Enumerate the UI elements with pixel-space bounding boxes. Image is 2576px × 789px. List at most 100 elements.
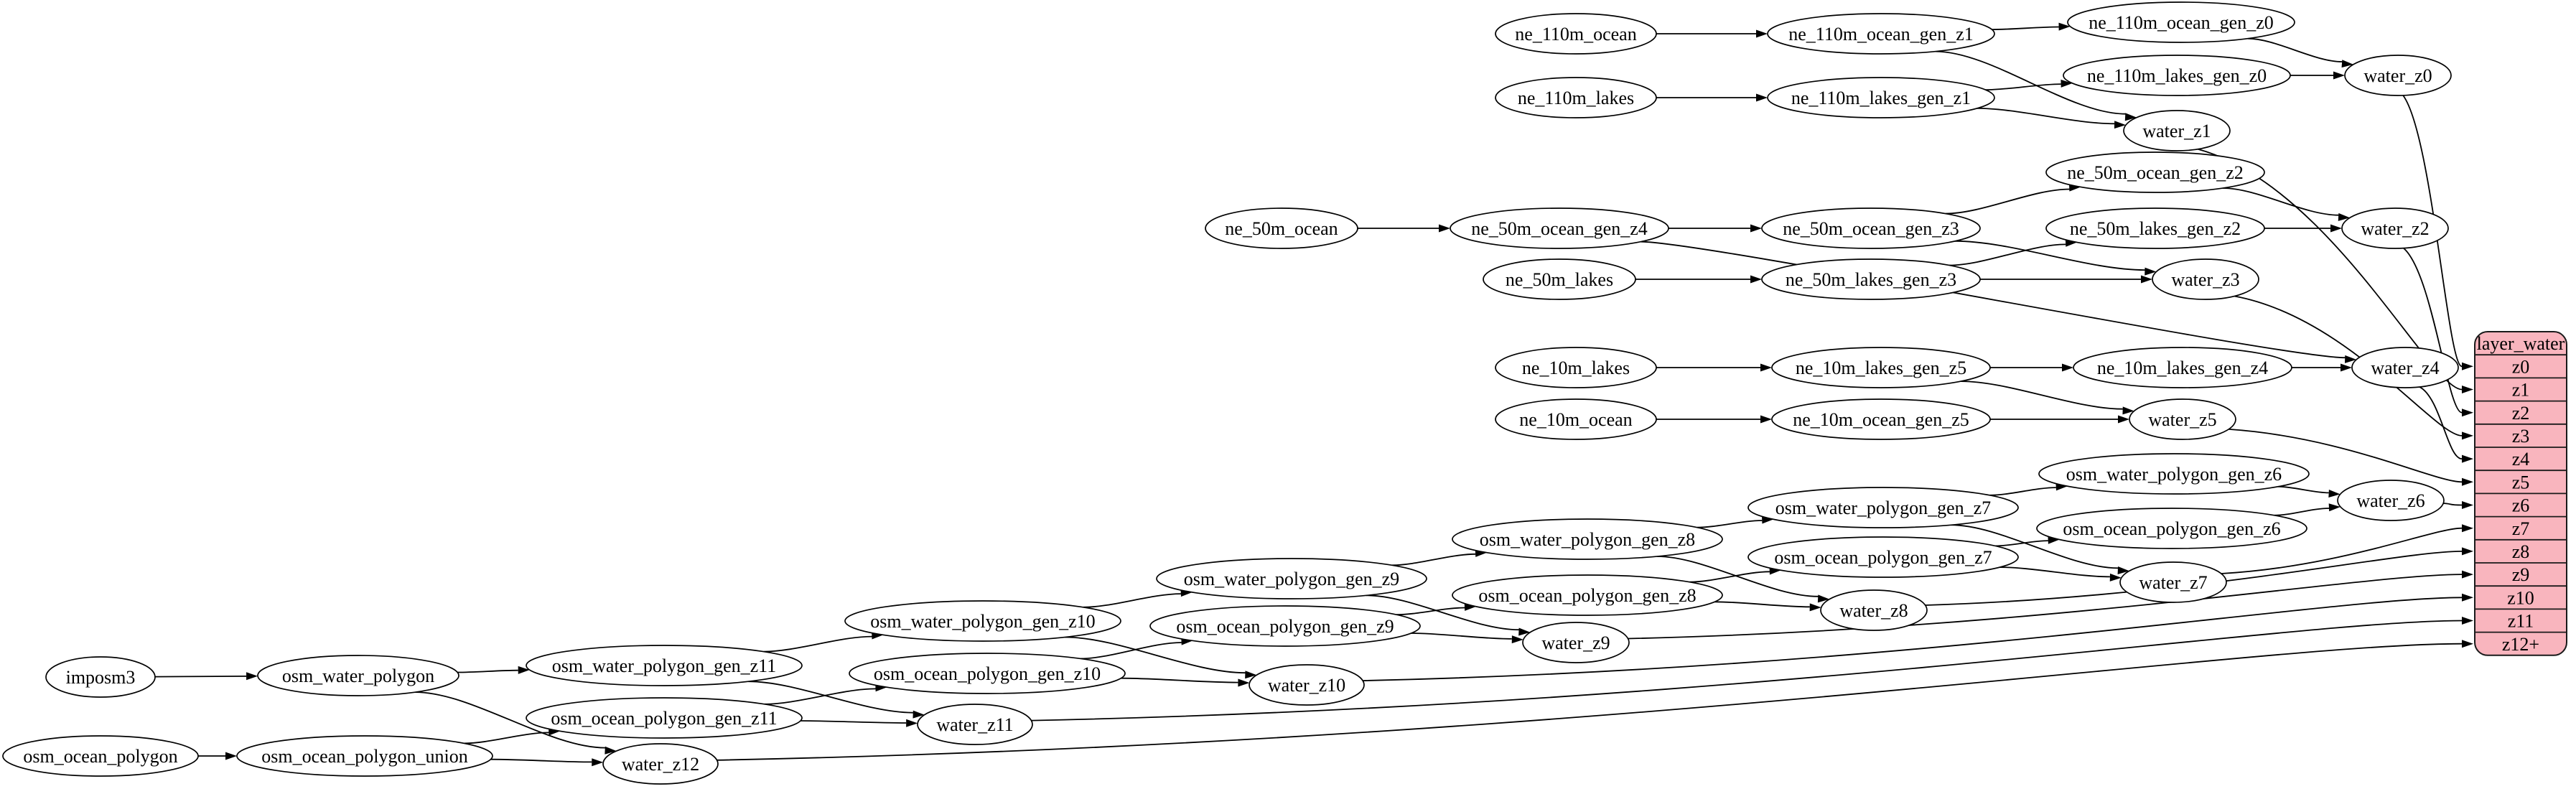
edge-osm_ocean_polygon_union-to-water_z12 (490, 758, 592, 763)
edge-ne_50m_ocean_gen_z4-to-water_z4 (1641, 241, 2346, 359)
node-ne_110m_lakes: ne_110m_lakes (1495, 77, 1657, 118)
edge-osm_ocean_polygon_gen_z10-to-water_z10-arrowhead (1238, 678, 1250, 687)
edge-osm_ocean_polygon_gen_z7-to-water_z7-arrowhead (2109, 573, 2122, 582)
edge-ne_50m_lakes_gen_z3-to-water_z3-arrowhead (2141, 275, 2152, 284)
edge-ne_10m_lakes_gen_z4-to-water_z4-arrowhead (2341, 363, 2352, 372)
node-osm_ocean_polygon-shape (2, 735, 199, 777)
edge-water_z4-to-layer_water:z4 (2419, 386, 2463, 459)
node-osm_ocean_polygon_gen_z9-label: osm_ocean_polygon_gen_z9 (1176, 616, 1394, 637)
edge-osm_ocean_polygon_gen_z7-to-water_z7 (1999, 566, 2110, 578)
edge-osm_water_polygon_gen_z9-to-osm_water_polygon_gen_z8 (1391, 553, 1476, 566)
edge-water_z8-to-layer_water:z8 (1925, 551, 2463, 606)
node-ne_10m_ocean: ne_10m_ocean (1495, 398, 1657, 440)
edge-water_z7-to-layer_water:z7 (2221, 527, 2463, 574)
edge-water_z9-to-layer_water:z9 (1628, 574, 2463, 640)
node-osm_ocean_polygon: osm_ocean_polygon (2, 735, 199, 777)
record-row-z8-label: z8 (2512, 541, 2530, 562)
node-ne_50m_lakes_gen_z3: ne_50m_lakes_gen_z3 (1761, 258, 1981, 300)
edge-water_z0-to-layer_water:z0 (2402, 95, 2463, 368)
edge-water_z5-to-layer_water:z5-arrowhead (2462, 477, 2473, 486)
record-row-z3-label: z3 (2512, 426, 2530, 447)
node-ne_10m_lakes: ne_10m_lakes (1495, 347, 1657, 388)
node-osm_water_polygon_gen_z11-shape (526, 645, 803, 686)
node-ne_50m_lakes_gen_z2: ne_50m_lakes_gen_z2 (2045, 207, 2265, 249)
node-water_z11-shape (917, 704, 1033, 745)
node-ne_110m_ocean_gen_z0-shape (2067, 1, 2295, 43)
node-ne_50m_ocean_gen_z4-label: ne_50m_ocean_gen_z4 (1471, 218, 1647, 239)
node-ne_50m_ocean-shape (1205, 207, 1358, 249)
node-water_z5-label: water_z5 (2148, 409, 2216, 430)
node-osm_ocean_polygon_gen_z7-shape (1747, 536, 2019, 578)
edge-water_z0-to-layer_water:z0-arrowhead (2462, 362, 2473, 370)
node-osm_water_polygon_gen_z10-label: osm_water_polygon_gen_z10 (870, 611, 1095, 632)
edge-ne_110m_ocean_gen_z0-to-water_z0 (2247, 37, 2343, 62)
node-water_z7-label: water_z7 (2139, 572, 2207, 593)
node-water_z2-shape (2341, 207, 2449, 249)
node-ne_50m_ocean_gen_z2-label: ne_50m_ocean_gen_z2 (2067, 162, 2243, 183)
node-osm_water_polygon_gen_z11: osm_water_polygon_gen_z11 (526, 645, 803, 686)
edge-ne_50m_ocean_gen_z4-to-ne_50m_ocean_gen_z3-arrowhead (1750, 224, 1762, 233)
edge-water_z1-to-layer_water:z1-arrowhead (2462, 386, 2473, 393)
edge-osm_water_polygon_gen_z11-to-water_z11-arrowhead (913, 710, 925, 719)
edge-osm_ocean_polygon_gen_z6-to-water_z6 (2274, 508, 2330, 516)
node-imposm3: imposm3 (45, 656, 156, 698)
node-ne_110m_ocean: ne_110m_ocean (1495, 13, 1657, 55)
node-water_z3: water_z3 (2152, 258, 2259, 300)
record-row-z10-label: z10 (2507, 587, 2534, 608)
edge-ne_110m_ocean_gen_z1-to-ne_110m_ocean_gen_z0 (1992, 26, 2059, 30)
edge-osm_ocean_polygon_gen_z9-to-osm_ocean_polygon_gen_z8 (1396, 607, 1465, 616)
node-water_z9: water_z9 (1522, 622, 1630, 663)
edge-osm_ocean_polygon_gen_z7-to-osm_ocean_polygon_gen_z6-arrowhead (2048, 536, 2060, 544)
edge-ne_110m_lakes_gen_z0-to-water_z0-arrowhead (2333, 71, 2345, 80)
node-water_z2-label: water_z2 (2361, 218, 2429, 239)
edge-ne_110m_lakes_gen_z1-to-ne_110m_lakes_gen_z0 (1985, 83, 2061, 90)
edge-water_z6-to-layer_water:z6 (2443, 503, 2463, 506)
edge-osm_ocean_polygon_gen_z8-to-osm_ocean_polygon_gen_z7 (1689, 571, 1770, 583)
node-water_z5-shape (2129, 398, 2236, 440)
edge-osm_water_polygon_gen_z11-to-osm_water_polygon_gen_z10 (763, 635, 872, 653)
node-osm_water_polygon_gen_z9: osm_water_polygon_gen_z9 (1156, 558, 1427, 599)
node-ne_110m_lakes_gen_z1: ne_110m_lakes_gen_z1 (1767, 77, 1995, 118)
node-ne_50m_ocean_gen_z3-shape (1761, 207, 1981, 249)
node-ne_50m_lakes-shape (1483, 258, 1636, 300)
edge-water_z11-to-layer_water:z11 (1031, 620, 2463, 722)
edge-osm_water_polygon_gen_z7-to-water_z7 (1951, 524, 2119, 569)
node-osm_ocean_polygon_gen_z9: osm_ocean_polygon_gen_z9 (1149, 605, 1421, 647)
node-osm_ocean_polygon_gen_z6: osm_ocean_polygon_gen_z6 (2036, 508, 2307, 549)
record-header-label: layer_water (2477, 333, 2565, 354)
edge-ne_10m_lakes_gen_z5-to-water_z5-arrowhead (2122, 406, 2134, 415)
edge-osm_water_polygon_gen_z9-to-water_z9 (1366, 594, 1519, 631)
node-osm_ocean_polygon_gen_z8: osm_ocean_polygon_gen_z8 (1452, 574, 1723, 616)
node-osm_water_polygon-label: osm_water_polygon (282, 666, 434, 686)
node-osm_ocean_polygon_gen_z7: osm_ocean_polygon_gen_z7 (1747, 536, 2019, 578)
node-osm_water_polygon_gen_z8-shape (1452, 518, 1723, 560)
node-ne_110m_lakes_gen_z0-shape (2063, 55, 2291, 96)
node-water_z12: water_z12 (602, 743, 719, 785)
edge-osm_ocean_polygon_union-to-water_z12-arrowhead (592, 758, 604, 767)
edge-osm_water_polygon-to-osm_water_polygon_gen_z11-arrowhead (518, 666, 530, 674)
edge-water_z2-to-layer_water:z2 (2403, 247, 2463, 414)
node-ne_50m_lakes_gen_z2-label: ne_50m_lakes_gen_z2 (2070, 218, 2241, 239)
record-row-z5-label: z5 (2512, 472, 2530, 492)
node-osm_ocean_polygon_gen_z8-label: osm_ocean_polygon_gen_z8 (1478, 585, 1696, 606)
node-ne_10m_lakes_gen_z5-label: ne_10m_lakes_gen_z5 (1796, 358, 1966, 378)
node-ne_50m_ocean_gen_z2-shape (2045, 151, 2265, 193)
node-osm_ocean_polygon_gen_z7-label: osm_ocean_polygon_gen_z7 (1774, 547, 1992, 568)
edge-water_z7-to-layer_water:z7-arrowhead (2462, 524, 2473, 533)
node-imposm3-shape (45, 656, 156, 698)
edge-ne_110m_ocean_gen_z1-to-water_z1-arrowhead (2124, 113, 2137, 121)
node-ne_110m_lakes-shape (1495, 77, 1657, 118)
node-osm_water_polygon_gen_z11-label: osm_water_polygon_gen_z11 (552, 655, 776, 676)
node-water_z6-label: water_z6 (2356, 490, 2425, 511)
node-osm_ocean_polygon_gen_z11-label: osm_ocean_polygon_gen_z11 (551, 708, 777, 729)
edge-osm_ocean_polygon-to-osm_ocean_polygon_union-arrowhead (225, 752, 237, 760)
node-ne_110m_lakes_gen_z0-label: ne_110m_lakes_gen_z0 (2087, 65, 2267, 86)
edge-ne_50m_ocean_gen_z3-to-water_z3 (1955, 240, 2145, 271)
node-ne_10m_lakes_gen_z5: ne_10m_lakes_gen_z5 (1771, 347, 1991, 388)
edge-ne_10m_ocean_gen_z5-to-water_z5-arrowhead (2118, 415, 2129, 424)
edge-ne_110m_ocean_gen_z1-to-ne_110m_ocean_gen_z0-arrowhead (2058, 22, 2071, 31)
edge-ne_10m_lakes_gen_z5-to-water_z5 (1961, 381, 2123, 410)
node-osm_water_polygon: osm_water_polygon (257, 655, 459, 696)
edge-water_z12-to-layer_water:z12+ (717, 643, 2463, 761)
